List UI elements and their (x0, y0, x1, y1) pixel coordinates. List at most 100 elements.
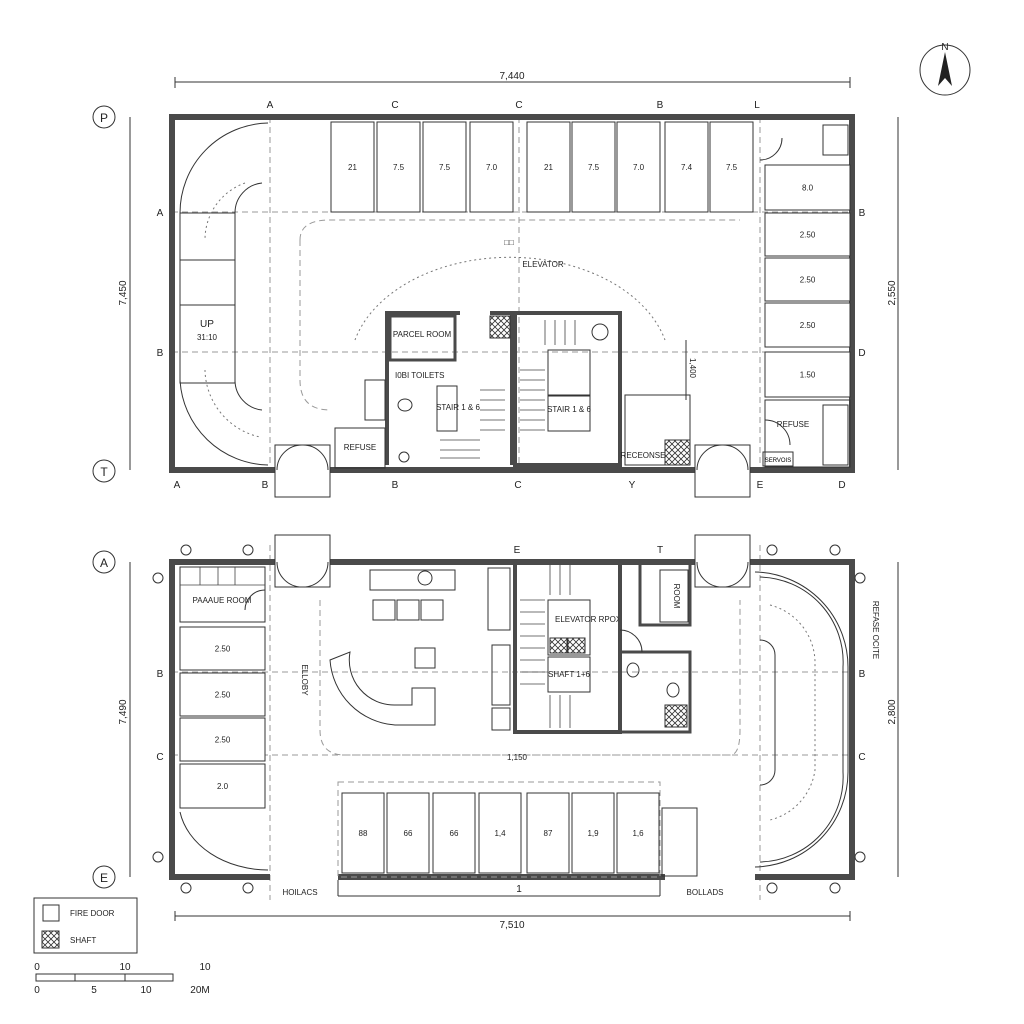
left-parking-stalls: 2.502.502.502.0 (179, 626, 266, 809)
svg-text:5: 5 (91, 985, 97, 996)
svg-text:0: 0 (34, 962, 40, 973)
bollard-icon (854, 572, 866, 584)
parking-stall: 7.5 (571, 121, 616, 213)
stall-label: 88 (359, 829, 368, 838)
parking-stall: 1,4 (478, 792, 522, 874)
bottom-right-height-dimension: 2,800 (887, 699, 898, 724)
parking-stall: 88 (341, 792, 385, 874)
fire-door[interactable] (694, 444, 751, 498)
parking-stall: 1.50 (764, 351, 851, 398)
top-width-dimension: 7,440 (499, 71, 524, 82)
parking-stall: 7.5 (422, 121, 467, 213)
scale-bar: 0 10 10 0 5 10 20M (34, 962, 211, 996)
svg-text:□□: □□ (504, 238, 514, 247)
parking-stall: 66 (386, 792, 430, 874)
svg-text:E: E (100, 871, 108, 885)
grid-label: A (267, 100, 274, 111)
stall-label: 2.50 (800, 276, 816, 285)
parking-stall: 7.5 (709, 121, 754, 213)
fire-door[interactable] (694, 534, 751, 588)
bollard-icon (854, 851, 866, 863)
stall-label: 7.5 (439, 163, 451, 172)
legend-label: SHAFT (70, 936, 96, 945)
elevator-label: ELEVATOR (522, 260, 564, 269)
north-arrow-icon: N (919, 42, 971, 96)
parking-stall: 21 (526, 121, 571, 213)
bollards-label: HOILACS (282, 888, 317, 897)
grid-label: C (514, 480, 521, 491)
parking-stall: 8.0 (764, 164, 851, 211)
bollard-icon (829, 882, 841, 894)
grid-label: L (754, 100, 760, 111)
bollard-icon (242, 544, 254, 556)
svg-text:A: A (100, 556, 108, 570)
grid-label: E (514, 545, 521, 556)
parking-stall: 7.0 (616, 121, 661, 213)
stall-label: 7.5 (588, 163, 600, 172)
parking-stall: 7.5 (376, 121, 421, 213)
parking-stall: 1,9 (571, 792, 615, 874)
core-dimension: 1,400 (688, 358, 697, 379)
stall-label: 21 (544, 163, 553, 172)
grid-label: B (859, 669, 866, 680)
stall-label: 2.50 (800, 321, 816, 330)
reception-desk (329, 651, 436, 726)
stall-label: 2.50 (215, 691, 231, 700)
top-left-height-dimension: 7,450 (118, 280, 129, 305)
refuse-chute-label: REFASE OCITE (871, 601, 880, 659)
bollard-icon (829, 544, 841, 556)
parking-stall: 1,6 (616, 792, 660, 874)
bollard-icon (152, 851, 164, 863)
svg-text:0: 0 (34, 985, 40, 996)
bollard-icon (766, 882, 778, 894)
svg-text:20M: 20M (190, 985, 209, 996)
parking-stall: 7.0 (469, 121, 514, 213)
bollard-icon (242, 882, 254, 894)
bottom-floor-plan: A E E T B C B C 7,490 2,800 PAAAUE ROOM … (92, 534, 899, 931)
fire-door[interactable] (274, 444, 331, 498)
bollards-label: BOLLADS (687, 888, 724, 897)
legend-label: FIRE DOOR (70, 909, 115, 918)
parking-stall: 2.50 (179, 626, 266, 671)
aisle-dimension: 1,150 (507, 753, 528, 762)
exterior-wall (169, 559, 275, 880)
grid-label: D (838, 480, 845, 491)
grid-label: B (157, 348, 164, 359)
grid-label: C (515, 100, 522, 111)
grid-label: C (858, 752, 865, 763)
row-marker-t: T (92, 459, 116, 483)
parking-stall: 66 (432, 792, 476, 874)
reception-label: RECEONSE (621, 451, 666, 460)
svg-text:10: 10 (119, 962, 131, 973)
stall-label: 7.0 (633, 163, 645, 172)
parking-stall: 2.50 (179, 717, 266, 762)
stall-label: 21 (348, 163, 357, 172)
bollard-icon (766, 544, 778, 556)
grid-label: B (262, 480, 269, 491)
shaft-label: SHAFT 1+6 (548, 670, 590, 679)
svg-text:10: 10 (199, 962, 211, 973)
ramp (179, 212, 236, 384)
bollard-icon (180, 544, 192, 556)
parcel-room-label: PARCEL ROOM (393, 330, 452, 339)
bollard-icon (152, 572, 164, 584)
parking-room-label: PAAAUE ROOM (193, 596, 252, 605)
parking-stall: 2.50 (179, 672, 266, 717)
stall-label: 7.5 (393, 163, 405, 172)
fire-door[interactable] (274, 534, 331, 588)
room-label: ROOM (672, 584, 681, 609)
stair-label: STAIR 1 & 6 (436, 403, 480, 412)
lobby-label: ELLOBY (300, 664, 309, 696)
stall-label: 2.50 (215, 645, 231, 654)
grid-label: C (156, 752, 163, 763)
row-marker-a: A (92, 550, 116, 574)
parking-stall: 21 (330, 121, 375, 213)
row-marker-p: P (92, 105, 116, 129)
stall-label: 1,9 (587, 829, 599, 838)
svg-text:10: 10 (140, 985, 152, 996)
stall-label: 1,4 (494, 829, 506, 838)
ramp-up-label: UP (200, 319, 214, 330)
grid-label: E (757, 480, 764, 491)
